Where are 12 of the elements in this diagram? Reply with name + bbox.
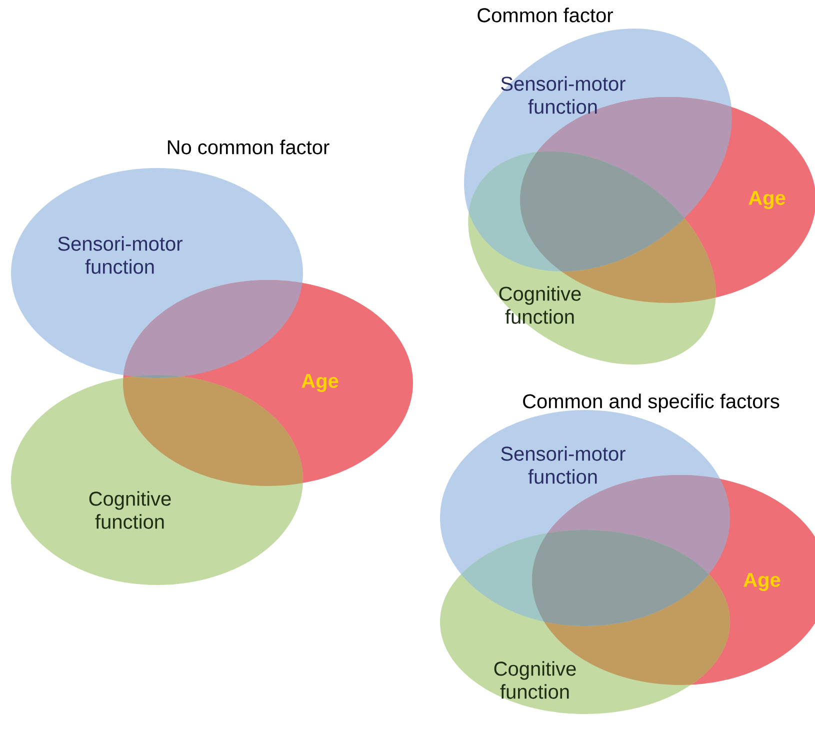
ellipse-label: Cognitive function: [499, 286, 581, 324]
ellipse-label: Sensori-motor function: [58, 236, 182, 274]
ellipse-label: Age: [748, 191, 786, 209]
ellipse-label: Cognitive function: [494, 661, 576, 699]
ellipse-label: Age: [744, 573, 780, 591]
ellipse-label: Age: [302, 374, 338, 392]
panel-title: No common factor: [168, 140, 330, 154]
ellipse-label: Sensori-motor function: [501, 446, 626, 484]
panel-title: Common and specific factors: [523, 394, 780, 412]
ellipse-label: Sensori-motor function: [501, 76, 626, 114]
ellipse-label: Cognitive function: [89, 491, 171, 529]
panel-title: Common factor: [478, 8, 613, 22]
